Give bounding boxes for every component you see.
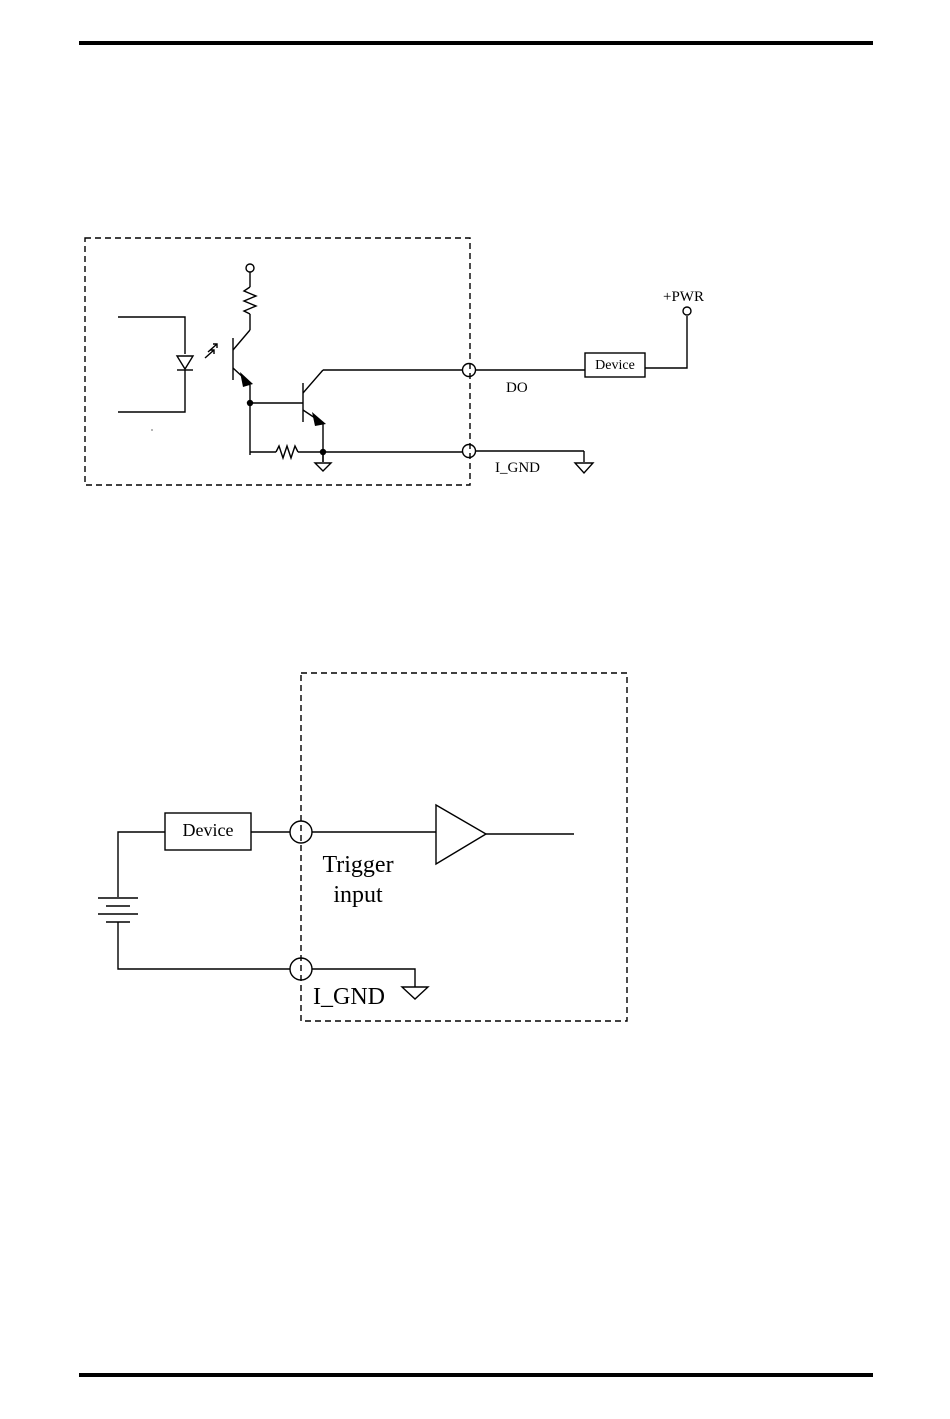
- led-input-lead-bottom: [118, 370, 185, 412]
- footer-rule: [79, 1373, 873, 1377]
- internal-ground-icon: [315, 463, 331, 471]
- trigger-terminal: [290, 821, 312, 843]
- led-diode: [177, 356, 193, 369]
- gnd-terminal: [463, 445, 476, 458]
- led-input-lead-top: [118, 317, 185, 354]
- device-box: [165, 813, 251, 850]
- output-transistor-emitter-arrow: [312, 412, 326, 426]
- vcc-node: [246, 264, 254, 272]
- internal-boundary-box: [301, 673, 627, 1021]
- trigger-label-line2: input: [333, 882, 383, 908]
- device-label: Device: [595, 358, 635, 373]
- do-label: DO: [506, 380, 528, 396]
- trigger-label-line1: Trigger: [322, 852, 393, 878]
- pwr-label: +PWR: [663, 289, 704, 305]
- do-terminal: [463, 364, 476, 377]
- gnd-label: I_GND: [313, 984, 385, 1010]
- pwr-node: [683, 307, 691, 315]
- gnd-label: I_GND: [495, 460, 540, 476]
- emitter-resistor: [276, 446, 298, 458]
- digital-output-circuit-diagram: Device +PWR DO I_GND: [0, 0, 950, 520]
- device-label: Device: [183, 820, 234, 840]
- gnd-terminal: [290, 958, 312, 980]
- junction-dot: [320, 449, 326, 455]
- pullup-resistor: [244, 287, 256, 314]
- buffer-amplifier: [436, 805, 486, 864]
- junction-dot: [247, 400, 253, 406]
- ground-icon: [402, 987, 428, 999]
- phototransistor-emitter-arrow: [240, 372, 253, 387]
- external-ground-icon: [575, 463, 593, 473]
